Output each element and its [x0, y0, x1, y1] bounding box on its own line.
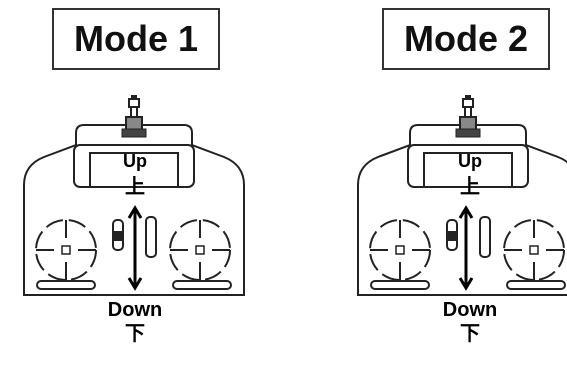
mode-1-down-label: Down [108, 299, 162, 321]
mode-2-right-stick [503, 219, 565, 281]
mode-2-up-cn-label: 上 [460, 175, 480, 198]
mode-2-title: Mode 2 [382, 8, 550, 70]
mode-1-left-stick [35, 219, 97, 281]
mode-1-title: Mode 1 [52, 8, 220, 70]
mode-2-up-label: Up [458, 151, 482, 171]
mode-1-up-label: Up [123, 151, 147, 171]
mode-2-left-stick [369, 219, 431, 281]
mode-2-down-label: Down [443, 299, 497, 321]
mode-2-down-cn-label: 下 [460, 323, 480, 345]
mode-1-down-cn-label: 下 [125, 323, 145, 345]
mode-1-up-cn-label: 上 [125, 175, 145, 198]
mode-1-right-stick [169, 219, 231, 281]
